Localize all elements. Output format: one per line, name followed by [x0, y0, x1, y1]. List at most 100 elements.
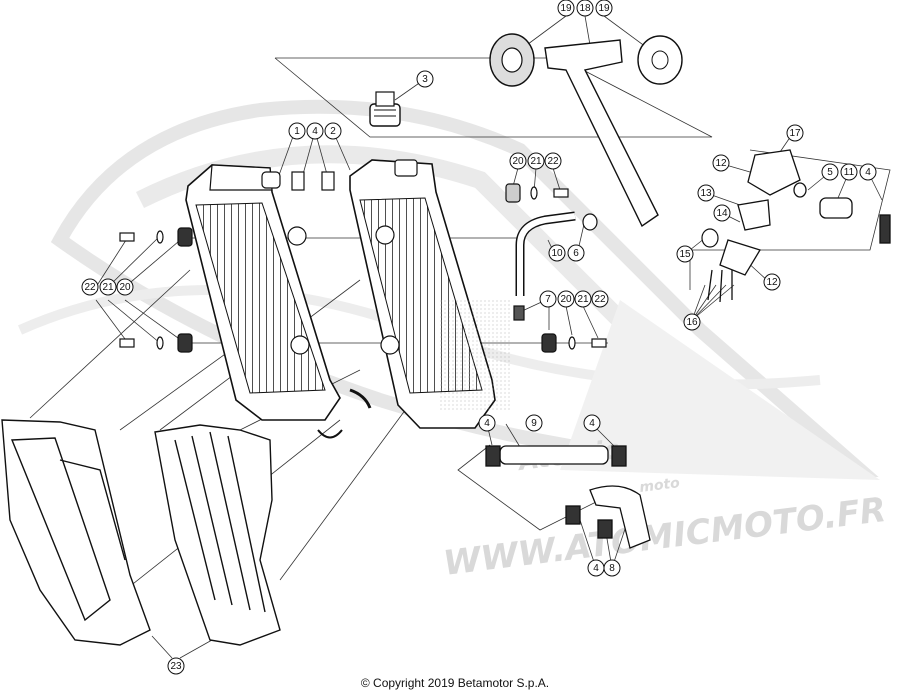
callout-circle — [527, 152, 545, 170]
lower-hoses — [485, 445, 651, 549]
callout-c20b: 20 — [116, 278, 134, 296]
callout-c17: 17 — [786, 124, 804, 142]
right-radiator — [349, 159, 510, 429]
callout-c4a: 4 — [306, 122, 324, 140]
callout-c7: 7 — [539, 290, 557, 308]
callout-number: 4 — [865, 167, 871, 178]
callout-c2: 2 — [324, 122, 342, 140]
left-shroud-panel — [1, 419, 151, 646]
callout-c21a: 21 — [527, 152, 545, 170]
callout-number: 21 — [577, 294, 589, 305]
callout-number: 22 — [84, 282, 96, 293]
callout-c10: 10 — [548, 244, 566, 262]
callout-circle — [676, 245, 694, 263]
callout-circle — [306, 122, 324, 140]
callout-circle — [99, 278, 117, 296]
callout-circle — [697, 184, 715, 202]
callout-c4c: 4 — [478, 414, 496, 432]
callout-c22a: 22 — [544, 152, 562, 170]
radiator-cap — [369, 91, 401, 127]
callout-number: 12 — [715, 158, 727, 169]
callout-c20a: 20 — [509, 152, 527, 170]
watermark-url: WWW.ATOMICMOTO.FR — [441, 490, 888, 584]
callout-circle — [713, 204, 731, 222]
callout-number: 20 — [560, 294, 572, 305]
callout-c11: 11 — [840, 163, 858, 181]
callout-circle — [557, 290, 575, 308]
callout-number: 3 — [422, 74, 428, 85]
callout-c15: 15 — [676, 245, 694, 263]
callout-circle — [81, 278, 99, 296]
callout-c18: 18 — [576, 0, 594, 17]
callout-number: 19 — [598, 3, 610, 14]
callout-number: 13 — [700, 188, 712, 199]
callout-c22b: 22 — [81, 278, 99, 296]
callout-circle — [712, 154, 730, 172]
callout-c14: 14 — [713, 204, 731, 222]
callout-c13: 13 — [697, 184, 715, 202]
callout-number: 20 — [512, 156, 524, 167]
callout-number: 5 — [827, 167, 833, 178]
callout-number: 8 — [609, 563, 615, 574]
callout-number: 15 — [679, 249, 691, 260]
callout-number: 16 — [686, 317, 698, 328]
callout-number: 4 — [589, 418, 595, 429]
callout-number: 20 — [119, 282, 131, 293]
callout-c1: 1 — [288, 122, 306, 140]
callout-c22c: 22 — [591, 290, 609, 308]
copyright-text: © Copyright 2019 Betamotor S.p.A. — [360, 676, 550, 690]
callout-c12a: 12 — [712, 154, 730, 172]
callout-circle — [324, 122, 342, 140]
callout-circle — [544, 152, 562, 170]
callout-c16: 16 — [683, 313, 701, 331]
callout-c12b: 12 — [763, 273, 781, 291]
callout-circle — [763, 273, 781, 291]
callout-circle — [167, 657, 185, 675]
callout-circle — [567, 244, 585, 262]
callout-circle — [859, 163, 877, 181]
fasteners — [119, 171, 719, 353]
callout-circle — [840, 163, 858, 181]
callout-number: 22 — [594, 294, 606, 305]
callout-circle — [548, 244, 566, 262]
callout-number: 21 — [530, 156, 542, 167]
callout-c3: 3 — [416, 70, 434, 88]
callout-c4d: 4 — [583, 414, 601, 432]
callout-c4b: 4 — [859, 163, 877, 181]
callout-number: 23 — [170, 661, 182, 672]
callout-c23: 23 — [167, 657, 185, 675]
callout-circle — [683, 313, 701, 331]
callout-circle — [557, 0, 575, 17]
callout-c8: 8 — [603, 559, 621, 577]
callout-number: 2 — [330, 126, 336, 137]
callout-circle — [525, 414, 543, 432]
callout-circle — [576, 0, 594, 17]
callout-number: 4 — [593, 563, 599, 574]
callout-circle — [595, 0, 613, 17]
top-tube-assembly — [489, 33, 683, 228]
callout-c19b: 19 — [595, 0, 613, 17]
callout-circle — [478, 414, 496, 432]
callout-circle — [509, 152, 527, 170]
callout-circle — [539, 290, 557, 308]
callout-number: 19 — [560, 3, 572, 14]
callout-c4e: 4 — [587, 559, 605, 577]
callout-c9: 9 — [525, 414, 543, 432]
callout-number: 11 — [844, 167, 855, 178]
callout-number: 21 — [102, 282, 114, 293]
callout-circle — [591, 290, 609, 308]
callout-number: 17 — [789, 128, 801, 139]
callout-c6: 6 — [567, 244, 585, 262]
callout-circle — [821, 163, 839, 181]
thermostat-group — [707, 149, 891, 303]
callout-number: 7 — [545, 294, 551, 305]
right-shroud-panel — [154, 424, 281, 646]
callout-c21c: 21 — [574, 290, 592, 308]
callout-c21b: 21 — [99, 278, 117, 296]
callout-number: 10 — [551, 248, 563, 259]
callout-circle — [116, 278, 134, 296]
callout-c5: 5 — [821, 163, 839, 181]
